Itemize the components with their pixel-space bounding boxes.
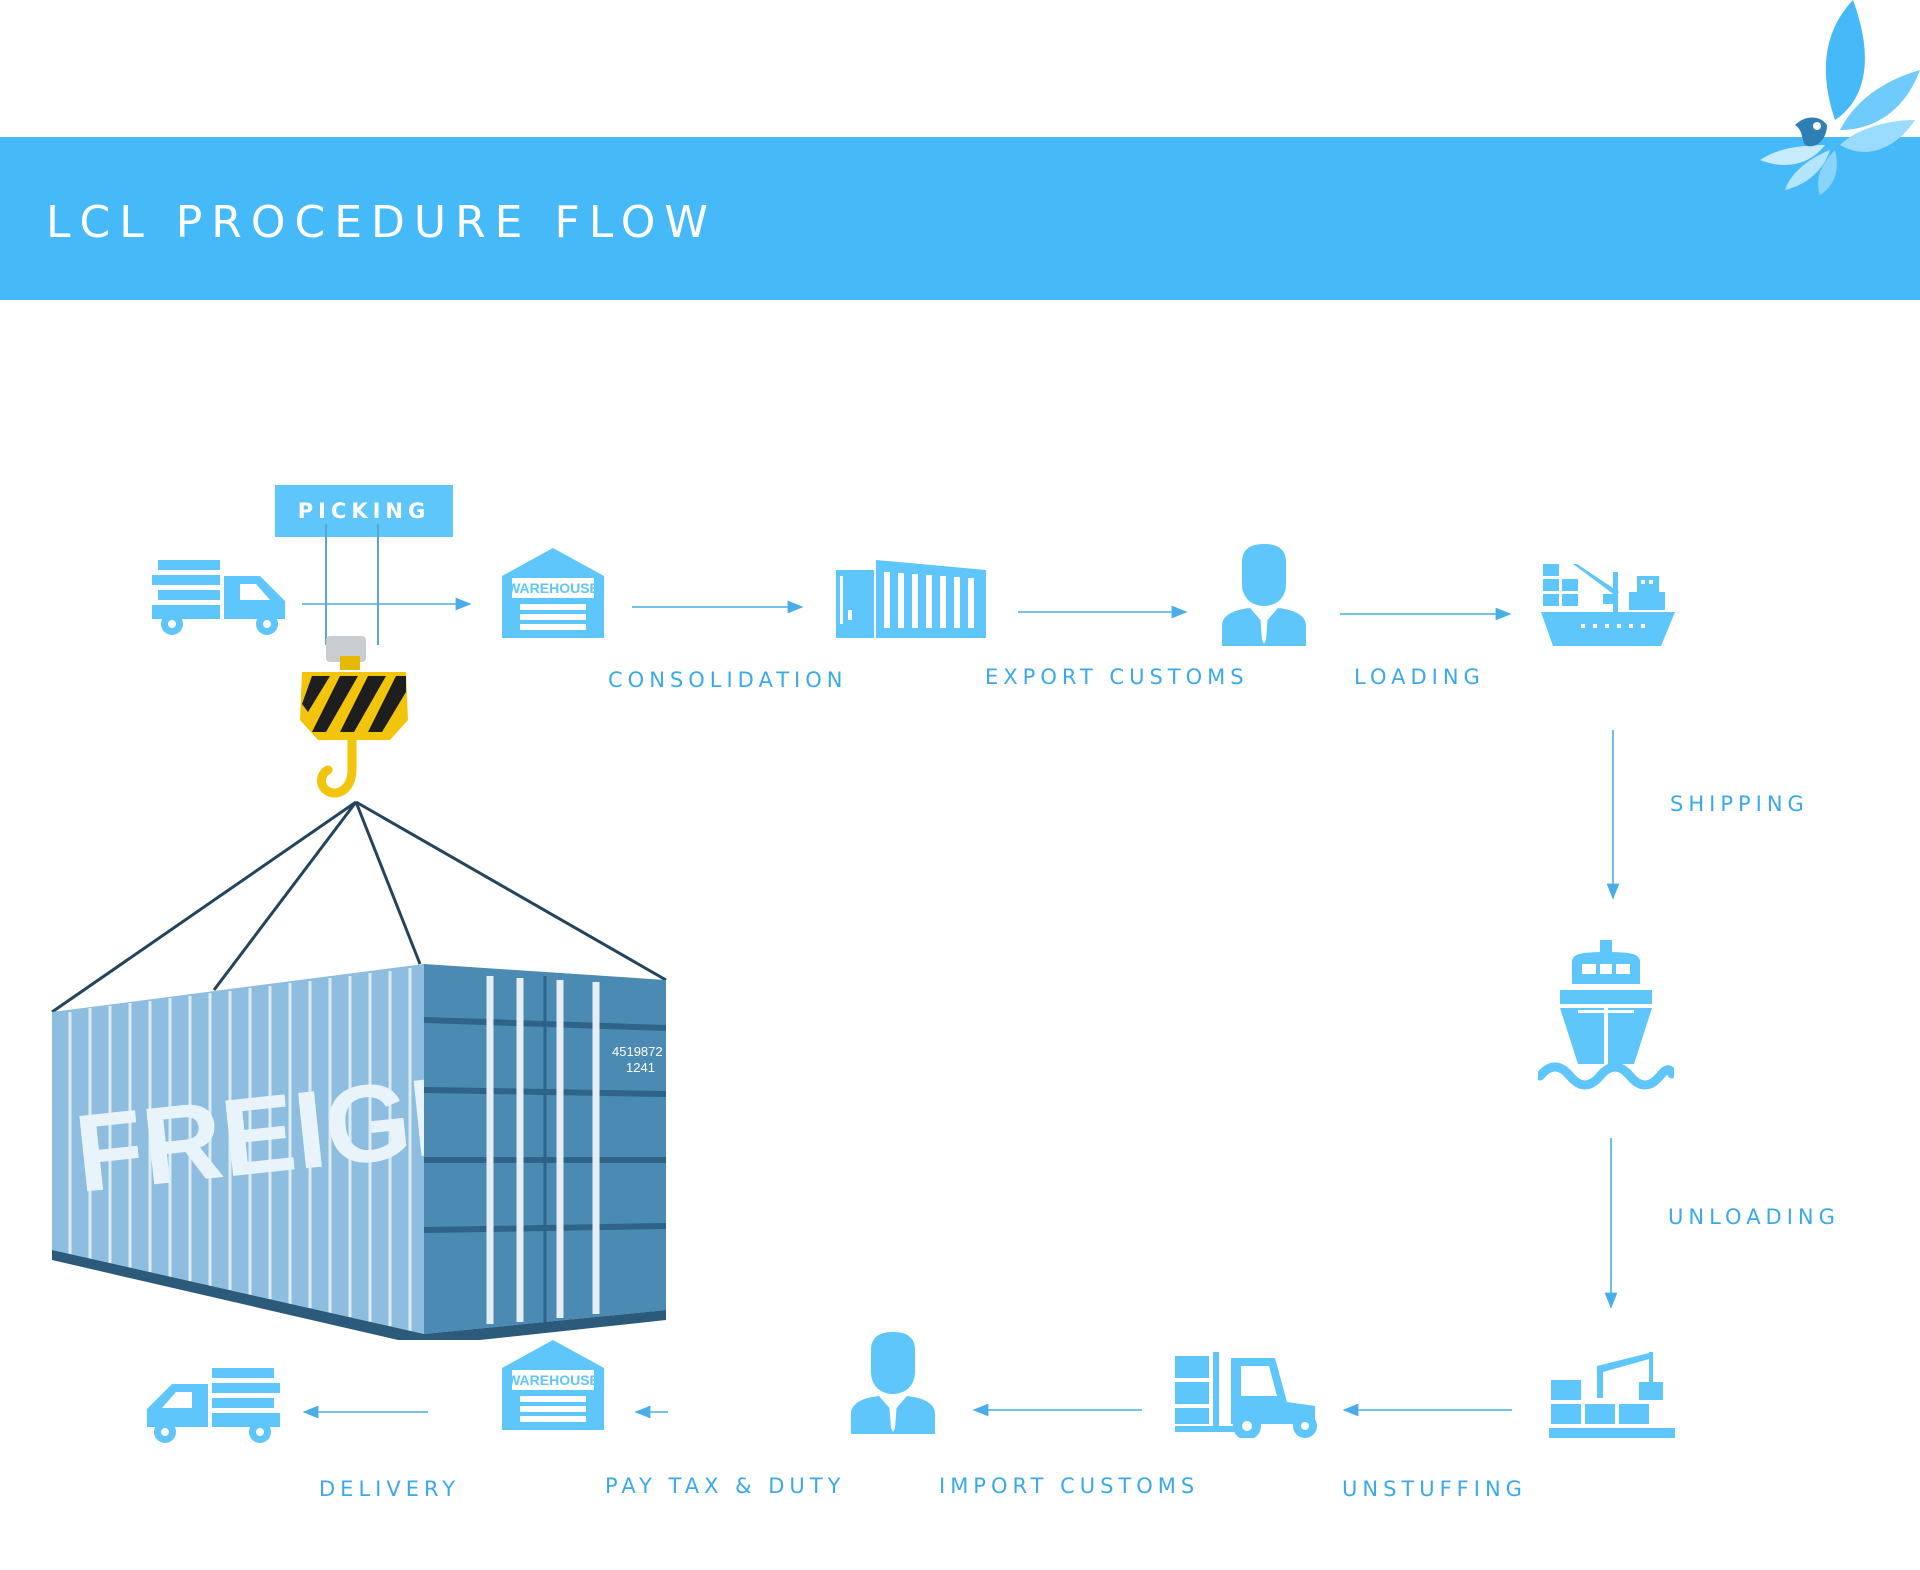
svg-text:WAREHOUSE: WAREHOUSE — [507, 580, 599, 596]
bird-logo-icon — [1760, 0, 1920, 195]
loading-label: LOADING — [1354, 665, 1485, 689]
customs-officer-icon — [851, 1332, 935, 1434]
ship-front-icon — [1538, 940, 1674, 1090]
warehouse-icon: WAREHOUSE — [502, 548, 604, 638]
delivery-truck-icon — [147, 1368, 280, 1443]
picking-up-label: PICKING UP — [275, 485, 453, 575]
header-banner: LCL PROCEDURE FLOW — [0, 137, 1920, 300]
svg-text:1241: 1241 — [626, 1060, 655, 1075]
cargo-ship-crane-icon — [1541, 564, 1675, 646]
customs-officer-icon — [1222, 544, 1306, 646]
unstuffing-label: UNSTUFFING — [1342, 1477, 1527, 1501]
shipping-label: SHIPPING — [1670, 792, 1809, 816]
crane-hook-icon — [300, 636, 408, 798]
page-title: LCL PROCEDURE FLOW — [46, 197, 717, 248]
truck-icon — [152, 560, 285, 635]
container-icon — [836, 560, 986, 638]
svg-text:4519872: 4519872 — [612, 1044, 663, 1059]
unloading-label: UNLOADING — [1668, 1205, 1840, 1229]
forklift-icon — [1175, 1352, 1317, 1438]
pay-tax-duty-label: PAY TAX & DUTY — [605, 1474, 846, 1498]
freight-container-illustration: FREIGHT 4519872 1241 — [51, 636, 667, 1340]
delivery-label: DELIVERY — [319, 1477, 461, 1501]
warehouse-icon: WAREHOUSE — [502, 1340, 604, 1430]
consolidation-label: CONSOLIDATION — [608, 668, 848, 692]
import-customs-label: IMPORT CUSTOMS — [939, 1474, 1200, 1498]
port-crane-icon — [1549, 1352, 1675, 1438]
export-customs-label: EXPORT CUSTOMS — [985, 665, 1249, 689]
svg-text:WAREHOUSE: WAREHOUSE — [507, 1372, 599, 1388]
